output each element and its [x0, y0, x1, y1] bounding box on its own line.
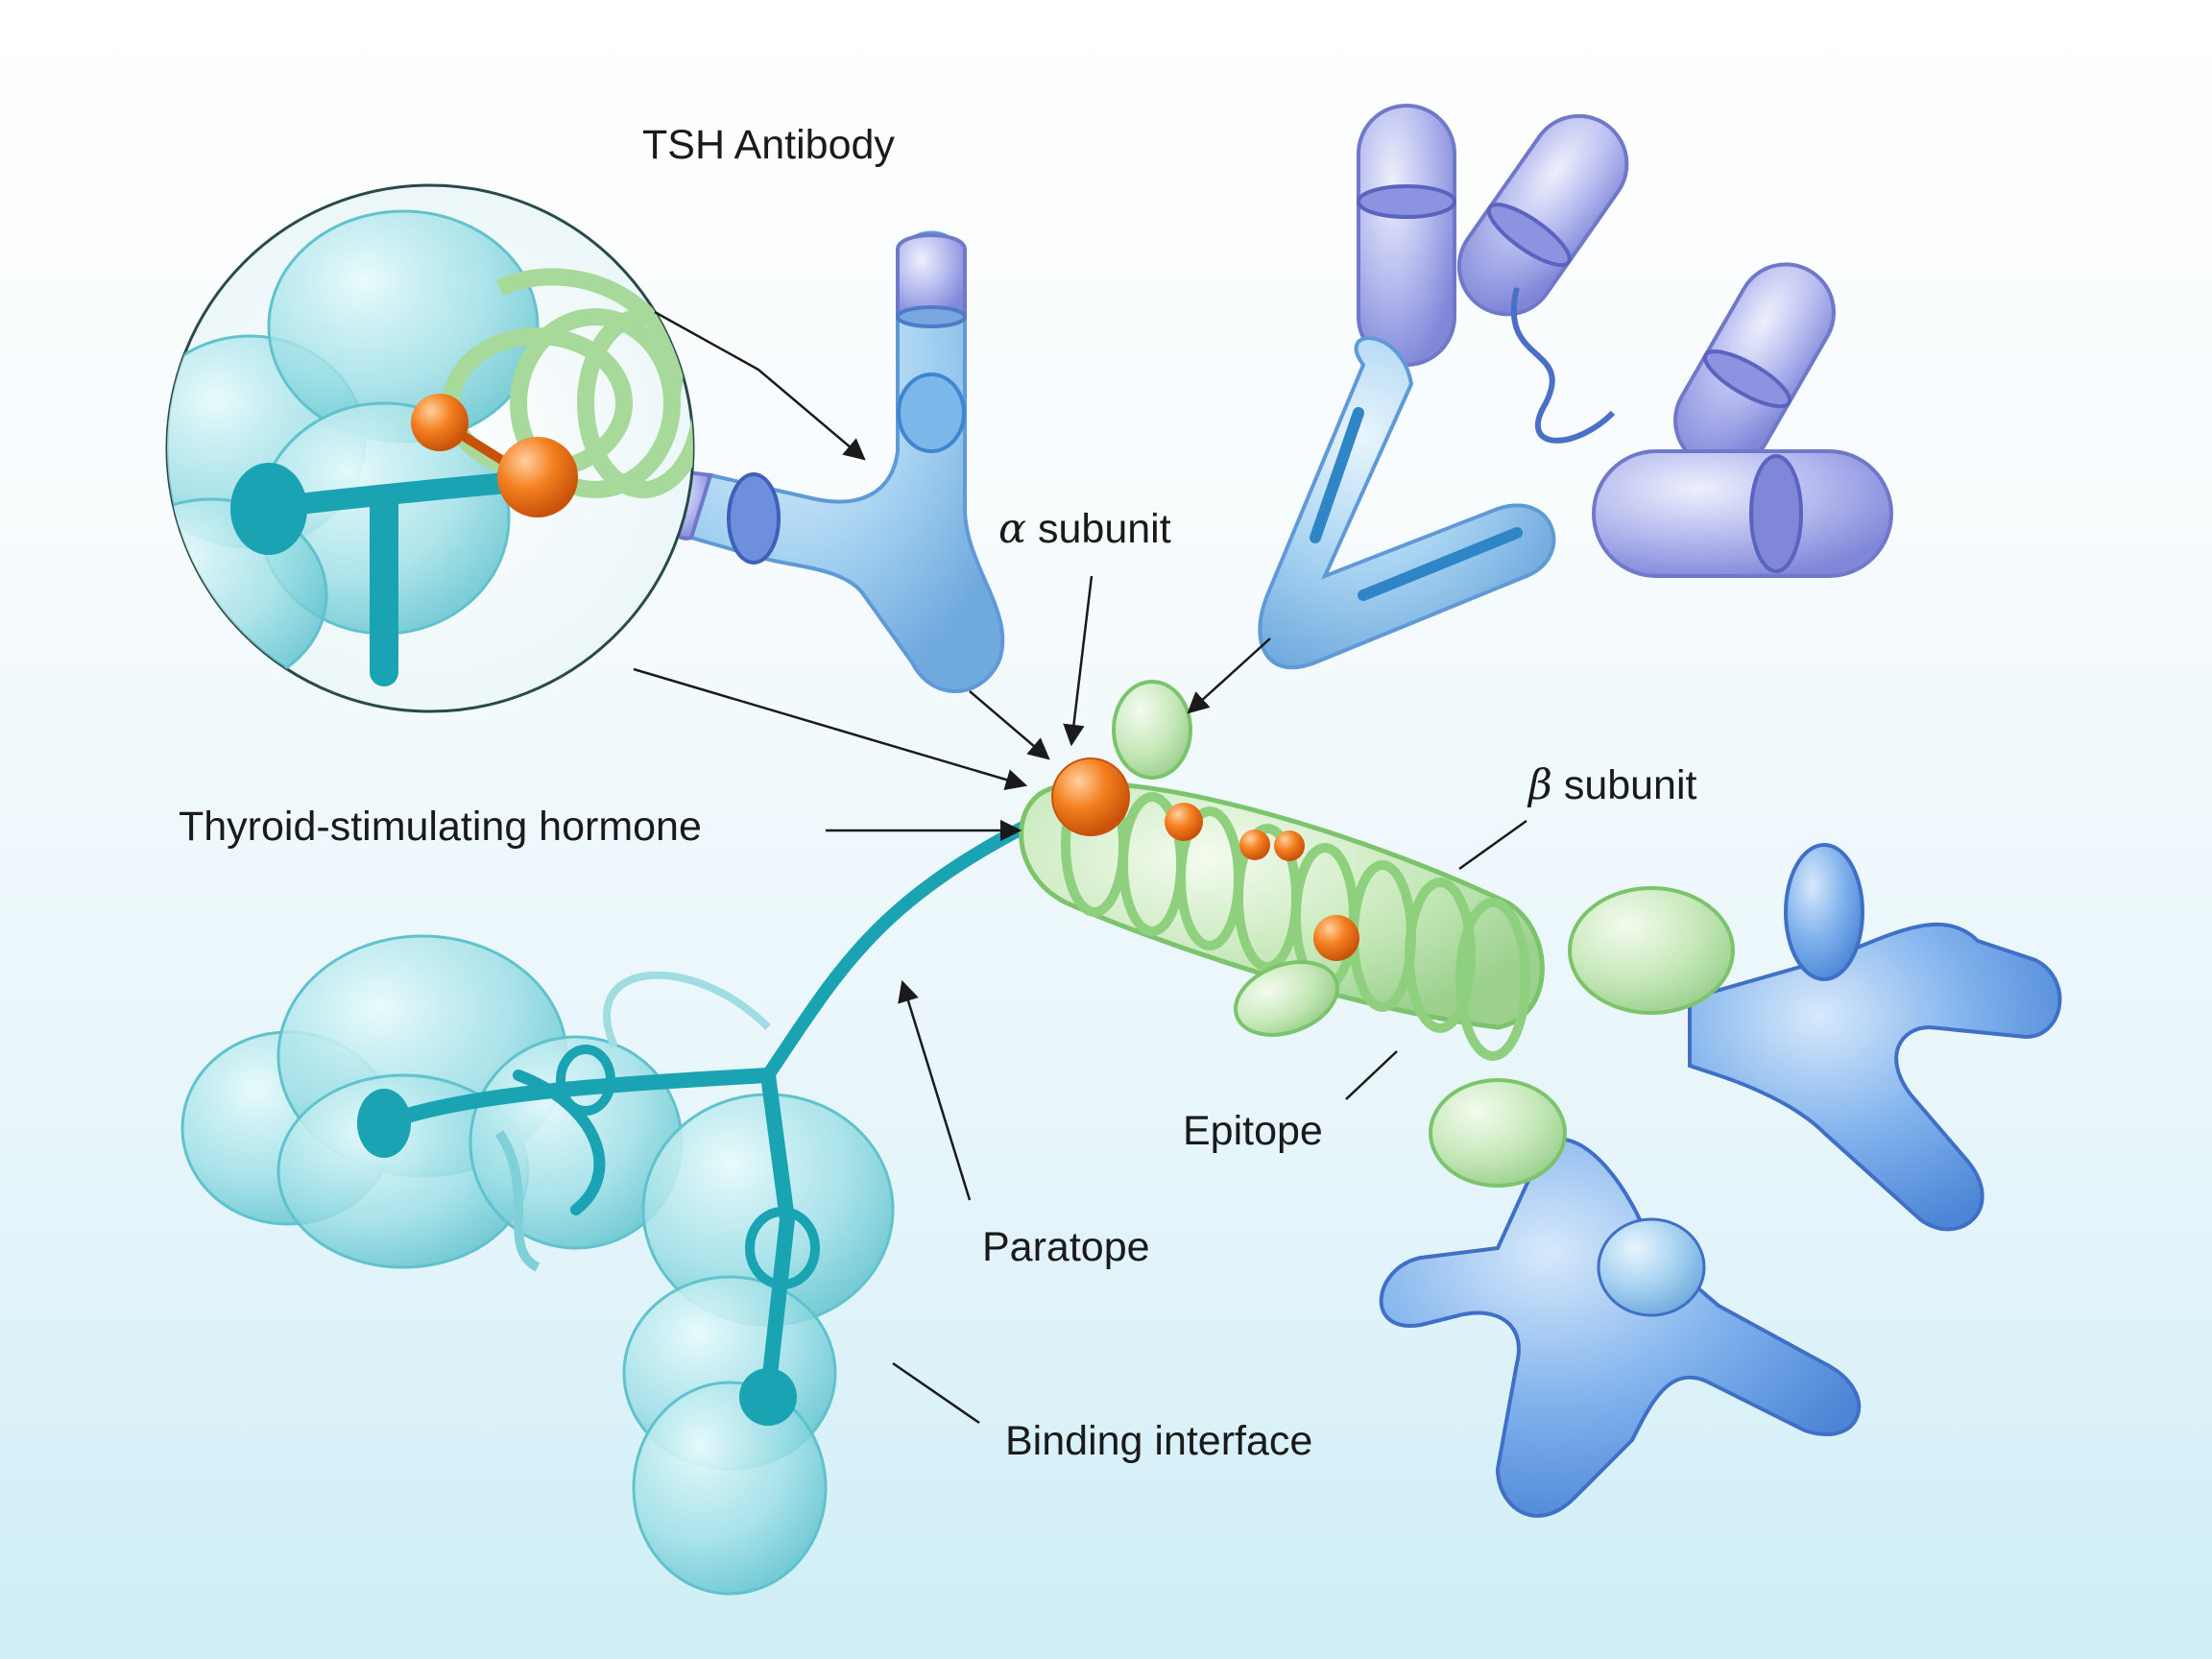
leader-lines — [633, 310, 1527, 1425]
arrow-alpha-subunit — [1063, 575, 1094, 747]
label-paratope: Paratope — [982, 1224, 1150, 1270]
inset-magnification — [165, 183, 695, 713]
arrow-upper-right-antibody — [1187, 637, 1271, 714]
tsh-hormone — [1019, 680, 1545, 1061]
label-binding-interface: Binding interface — [1005, 1418, 1313, 1464]
arrow-inset-to-antibody — [654, 310, 866, 461]
alpha-symbol: α — [998, 505, 1027, 553]
antibody-upper-middle — [660, 230, 1005, 693]
arrow-inset-to-hormone — [633, 667, 1028, 791]
cyan-peptide-chain — [357, 800, 1072, 1426]
label-thyroid-stimulating-hormone: Thyroid-stimulating hormone — [179, 804, 702, 850]
arrow-antibody-to-hormone — [969, 690, 1050, 760]
alpha-subunit-text: subunit — [1038, 506, 1171, 552]
label-beta-subunit: β subunit — [1528, 765, 1696, 806]
label-epitope: Epitope — [1183, 1108, 1323, 1154]
antibody-lower-right — [1379, 843, 2062, 1518]
label-tsh-antibody: TSH Antibody — [642, 122, 895, 168]
beta-subunit-text: subunit — [1563, 762, 1697, 808]
line-beta-subunit — [1458, 819, 1527, 871]
line-epitope — [1345, 1050, 1398, 1100]
antibody-upper-right — [1258, 104, 1893, 670]
beta-symbol: β — [1528, 761, 1552, 809]
line-binding-interface — [892, 1361, 980, 1425]
label-alpha-subunit: α subunit — [998, 509, 1171, 550]
arrow-paratope — [898, 979, 972, 1201]
